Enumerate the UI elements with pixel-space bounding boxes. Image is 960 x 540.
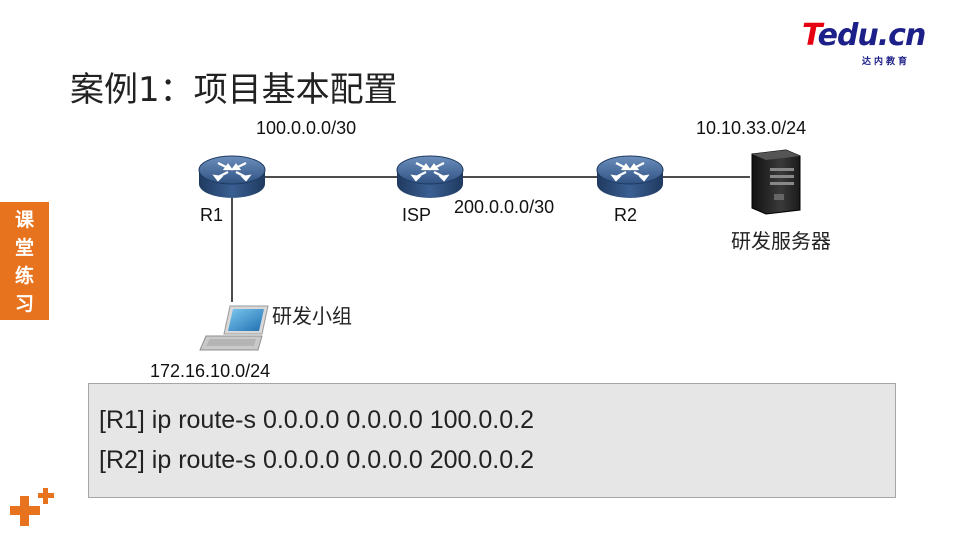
side-tab-char: 堂 bbox=[14, 237, 34, 259]
network-label-server-lan: 10.10.33.0/24 bbox=[696, 118, 807, 138]
network-label-laptop-lan: 172.16.10.0/24 bbox=[150, 361, 271, 381]
router-isp-icon bbox=[395, 154, 465, 200]
tedu-logo: Tedu.cn 达内教育 bbox=[802, 18, 942, 68]
network-label-r1-isp: 100.0.0.0/30 bbox=[256, 118, 357, 138]
network-label-isp-r2: 200.0.0.0/30 bbox=[454, 197, 555, 217]
router-r1-icon bbox=[197, 154, 267, 200]
command-line-r1: [R1] ip route-s 0.0.0.0 0.0.0.0 100.0.0.… bbox=[99, 406, 535, 434]
logo-brand: Tedu.cn bbox=[802, 18, 926, 53]
device-label-server: 研发服务器 bbox=[731, 229, 831, 253]
server-icon bbox=[751, 149, 801, 215]
slide-title: 案例1：项目基本配置 bbox=[70, 70, 398, 110]
device-label-laptop: 研发小组 bbox=[272, 304, 352, 328]
device-label-r1: R1 bbox=[200, 205, 224, 225]
command-box: [R1] ip route-s 0.0.0.0 0.0.0.0 100.0.0.… bbox=[88, 383, 896, 498]
logo-subtitle: 达内教育 bbox=[862, 57, 911, 67]
side-tab-char: 练 bbox=[14, 265, 34, 287]
command-line-r2: [R2] ip route-s 0.0.0.0 0.0.0.0 200.0.0.… bbox=[99, 446, 535, 474]
device-label-r2: R2 bbox=[614, 205, 638, 225]
router-r2-icon bbox=[595, 154, 665, 200]
plus-decoration-icon bbox=[10, 488, 54, 526]
classroom-practice-tab: 课 堂 练 习 bbox=[0, 202, 49, 320]
side-tab-char: 课 bbox=[14, 209, 34, 231]
device-label-isp: ISP bbox=[402, 205, 432, 225]
side-tab-char: 习 bbox=[14, 293, 34, 315]
laptop-icon bbox=[199, 305, 269, 351]
